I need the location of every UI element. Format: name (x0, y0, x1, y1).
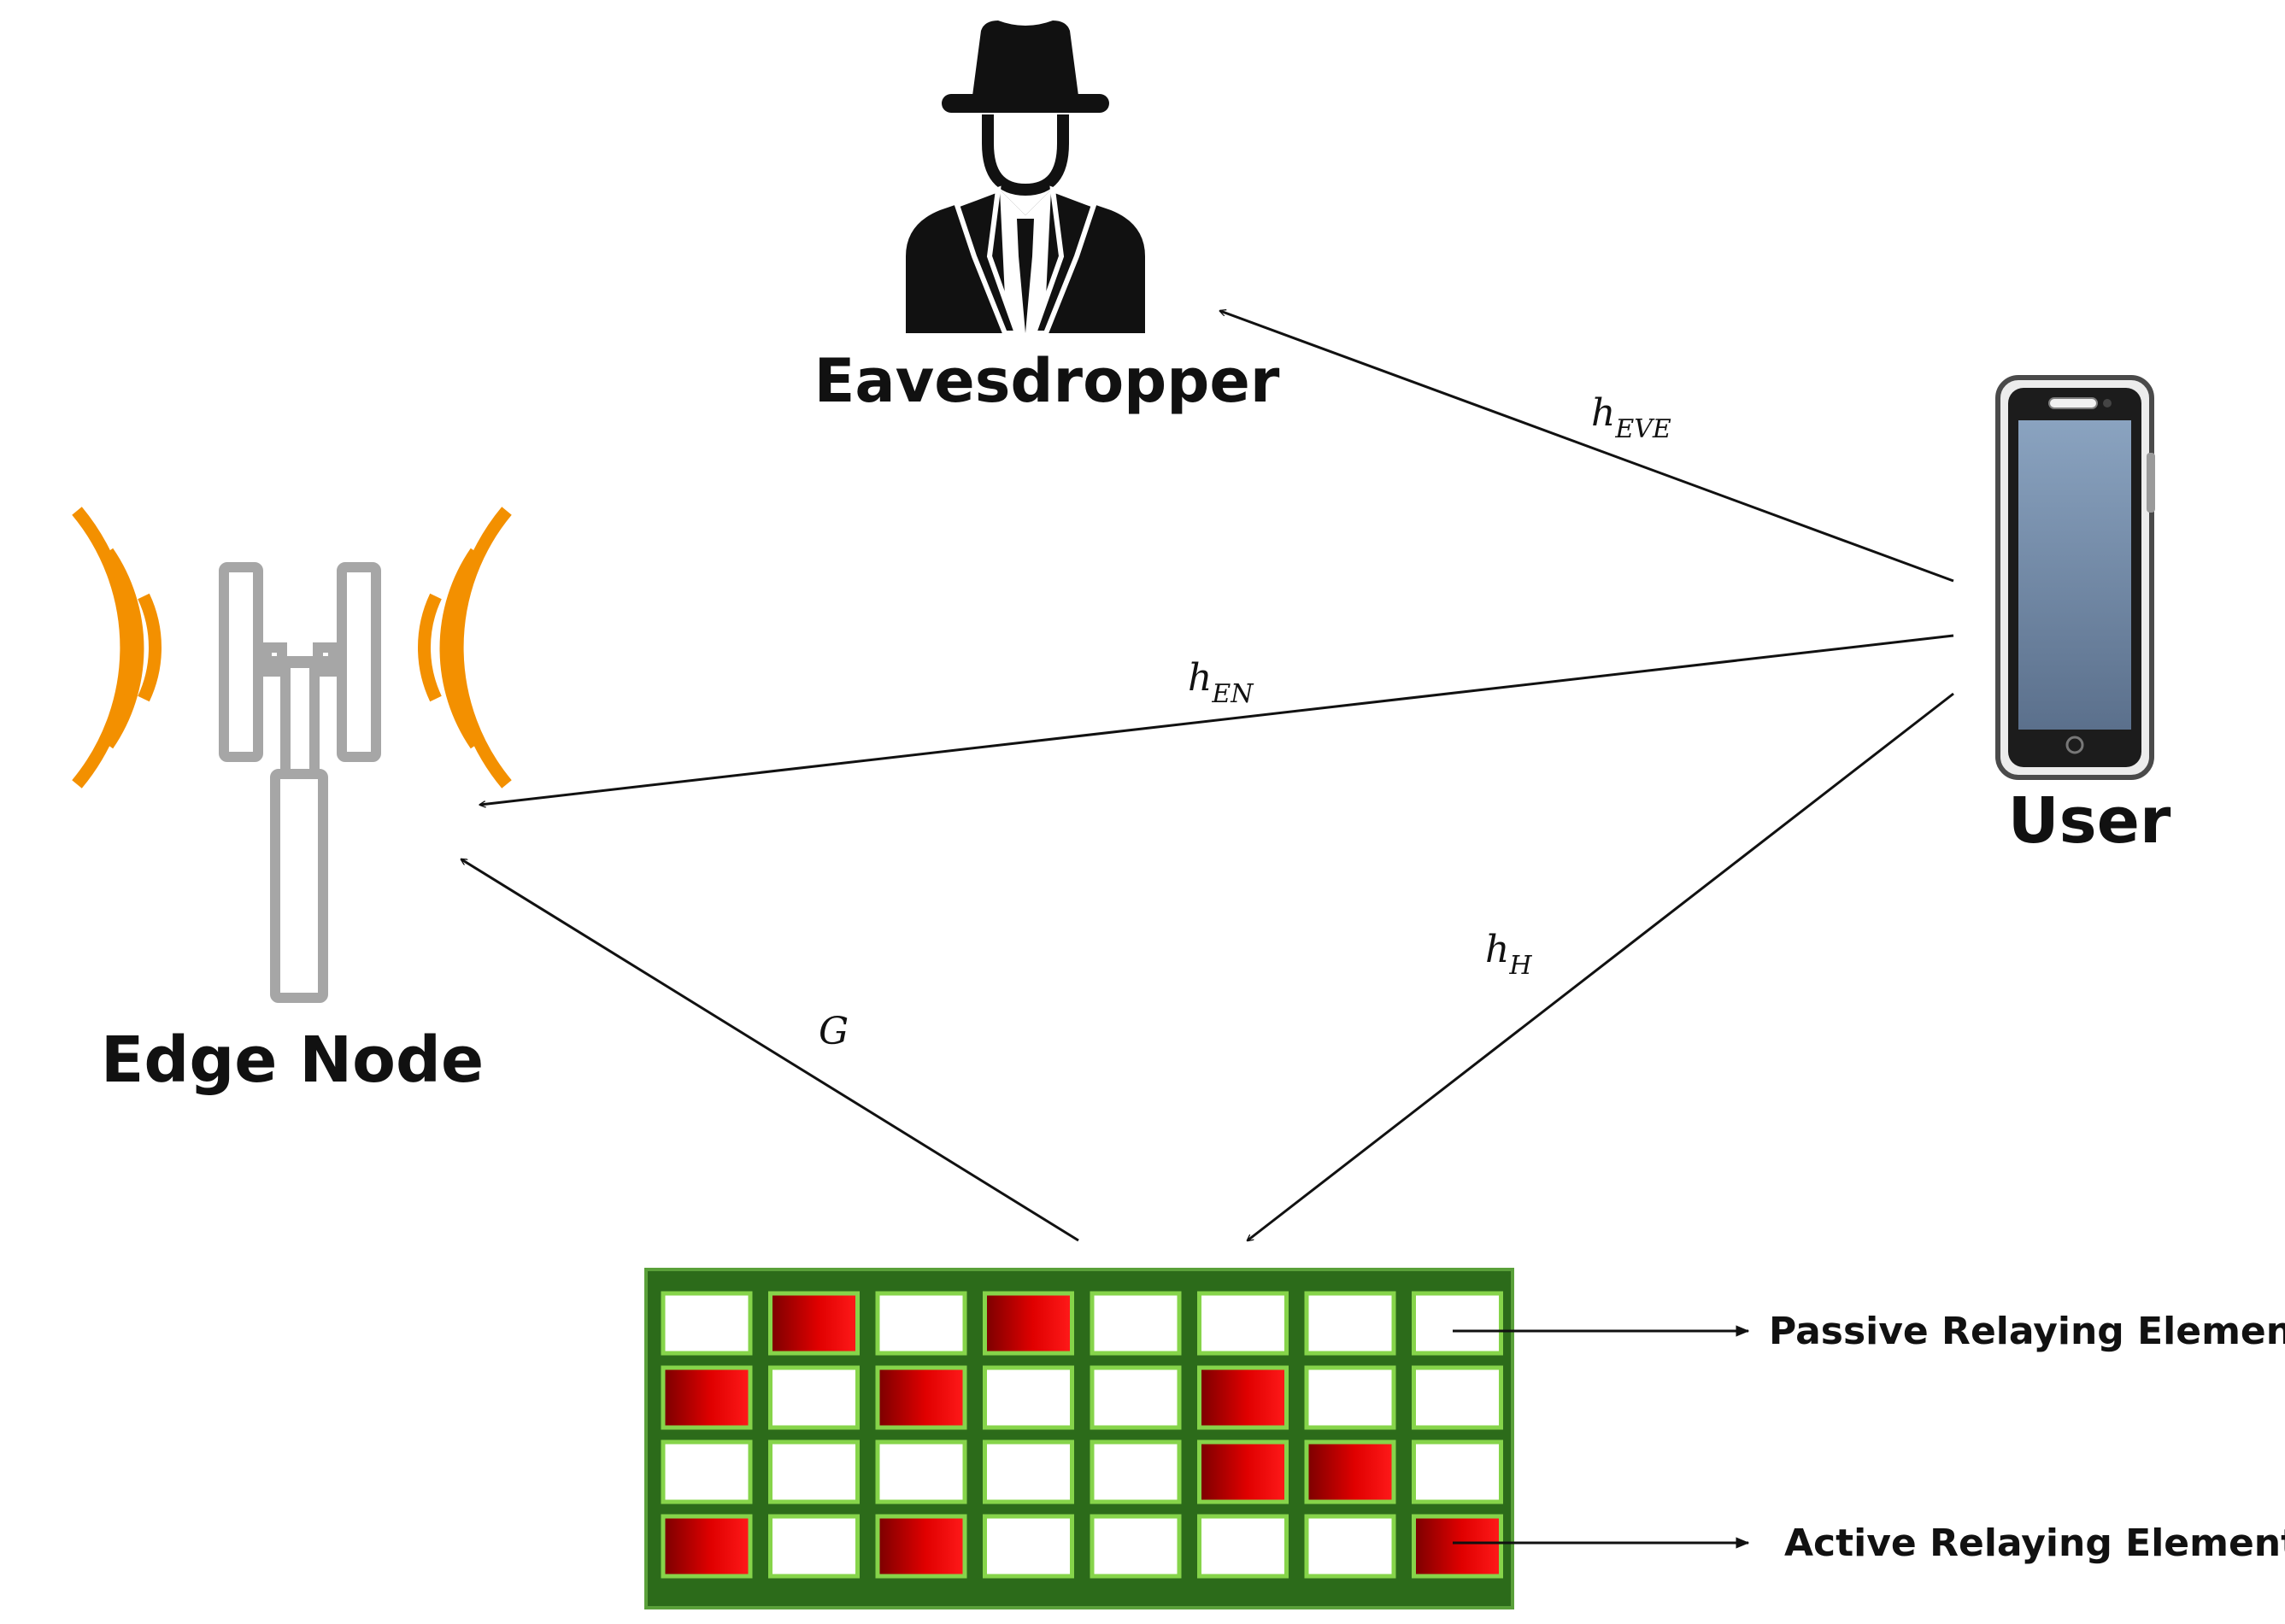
smartphone-icon (1995, 375, 2155, 780)
channel-eve-label: hEVE (1591, 391, 1671, 444)
active-relaying-element (875, 1514, 967, 1579)
channel-h-label: hH (1485, 928, 1532, 981)
active-relaying-element (661, 1514, 753, 1579)
passive-relaying-element (1090, 1291, 1182, 1356)
passive-relaying-element (1090, 1365, 1182, 1430)
passive-relaying-element (983, 1365, 1074, 1430)
passive-relaying-element (983, 1439, 1074, 1504)
active-relaying-element (661, 1365, 753, 1430)
passive-relaying-element (1090, 1514, 1182, 1579)
ris-cells (661, 1291, 1503, 1579)
passive-relaying-element (661, 1439, 753, 1504)
wifi-waves-icon (72, 507, 512, 789)
passive-relaying-element (1304, 1365, 1396, 1430)
active-relaying-element (875, 1365, 967, 1430)
passive-relaying-element (768, 1439, 860, 1504)
channel-h-arrow (1248, 692, 1954, 1240)
antenna-tower-icon (219, 562, 381, 1003)
passive-relaying-element (1412, 1291, 1503, 1356)
eavesdropper-label: Eavesdropper (814, 346, 1280, 416)
passive-relaying-element (1197, 1514, 1289, 1579)
active-relaying-element (1412, 1514, 1503, 1579)
passive-relaying-element (1412, 1439, 1503, 1504)
passive-relaying-element (1197, 1291, 1289, 1356)
passive-relaying-element (1412, 1365, 1503, 1430)
passive-relaying-element (1304, 1514, 1396, 1579)
passive-relaying-element (875, 1439, 967, 1504)
channel-g-label: G (819, 1010, 849, 1053)
passive-relaying-element (768, 1514, 860, 1579)
passive-relaying-element (1090, 1439, 1182, 1504)
passive-relaying-element (983, 1514, 1074, 1579)
passive-relaying-element (1304, 1291, 1396, 1356)
channel-eve-arrow (1220, 311, 1954, 583)
user-label: User (2008, 784, 2171, 858)
active-relaying-element (1304, 1439, 1396, 1504)
ris-board (644, 1268, 1514, 1609)
channel-en-arrow (480, 634, 1954, 805)
edge-node-label: Edge Node (101, 1023, 484, 1097)
active-relaying-element (983, 1291, 1074, 1356)
active-relaying-element (1197, 1439, 1289, 1504)
eavesdropper-icon (906, 21, 1145, 336)
passive-relaying-element (768, 1365, 860, 1430)
active-relaying-element (768, 1291, 860, 1356)
active-relaying-element (1197, 1365, 1289, 1430)
passive-relaying-element (875, 1291, 967, 1356)
legend-active-label: Active Relaying Element (1784, 1521, 2285, 1565)
legend-passive-label: Passive Relaying Element (1769, 1310, 2285, 1353)
channel-arrows (461, 311, 1954, 1242)
channel-g-arrow (461, 859, 1079, 1242)
legend: Passive Relaying Element Active Relaying… (1453, 1310, 2285, 1565)
channel-en-label: hEN (1188, 656, 1254, 709)
passive-relaying-element (661, 1291, 753, 1356)
